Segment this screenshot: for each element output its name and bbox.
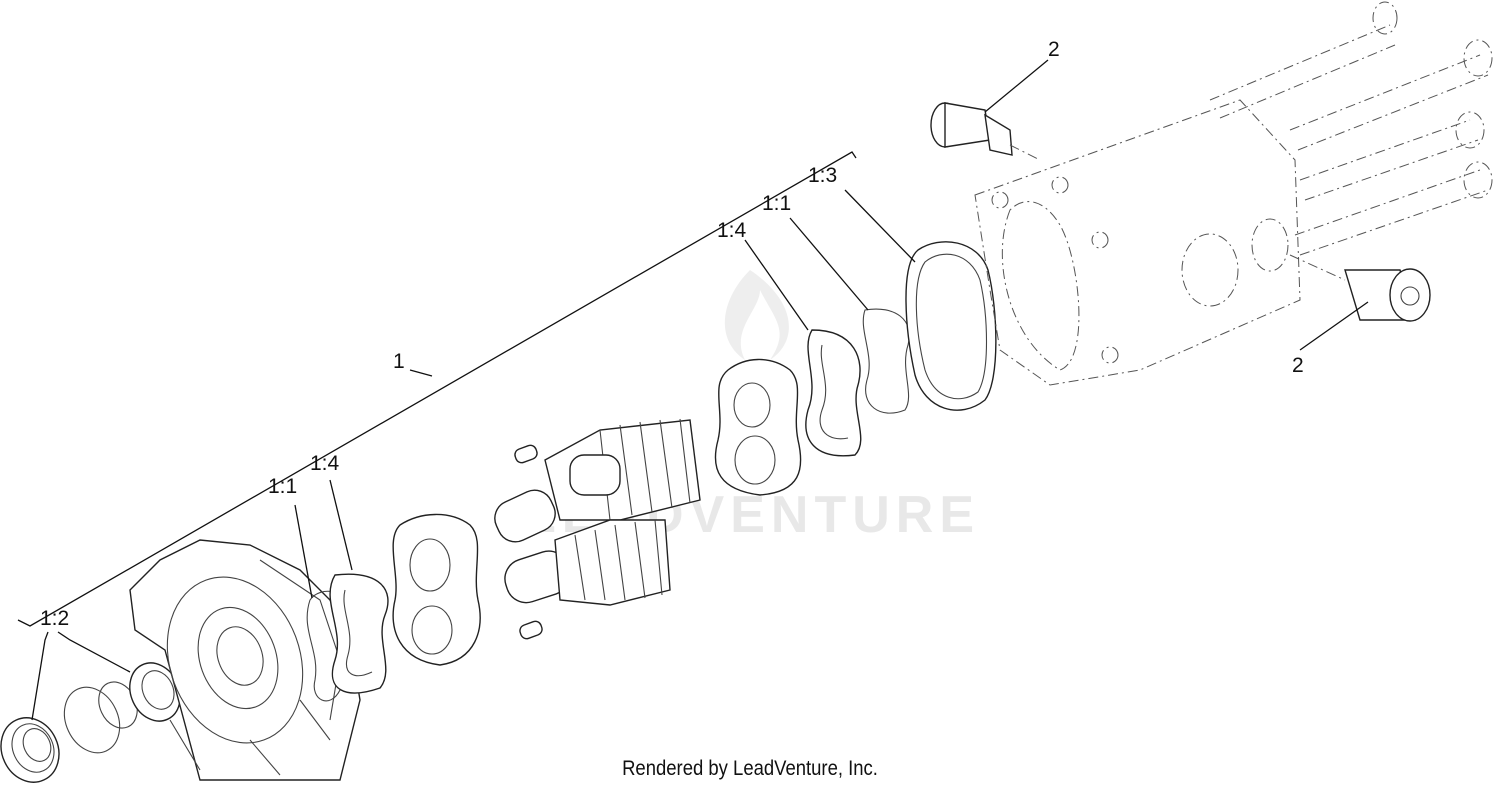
drive-gear-shaft <box>494 418 701 543</box>
wear-plate-right <box>805 329 862 457</box>
relief-valve-right <box>1289 254 1431 322</box>
callout-1-3: 1:3 <box>808 164 837 187</box>
bearing-block-left <box>392 513 481 666</box>
callout-1-1-right: 1:1 <box>762 192 791 215</box>
shaft-seal-outer <box>0 717 60 783</box>
callout-1-4-right: 1:4 <box>717 219 747 242</box>
assembly-bracket <box>17 151 857 627</box>
wear-plate-left <box>329 573 389 694</box>
bearing-block-right <box>714 358 802 496</box>
callout-1-2: 1:2 <box>40 607 69 630</box>
callout-1-1-left: 1:1 <box>268 475 297 498</box>
leader-lines <box>31 59 1369 721</box>
callout-2-top: 2 <box>1048 38 1060 61</box>
callout-2-right: 2 <box>1292 354 1304 377</box>
driven-gear-shaft <box>504 519 671 606</box>
rear-body-housing <box>974 99 1301 386</box>
callout-1: 1 <box>393 350 405 373</box>
relief-valve-top <box>930 102 1041 161</box>
callout-labels: 1 1:1 1:4 1:2 1:4 1:1 1:3 2 2 <box>40 38 1304 630</box>
dowel-pins <box>514 444 543 640</box>
through-bolts <box>1209 1 1493 256</box>
front-cover-housing <box>129 539 361 781</box>
callout-1-4-left: 1:4 <box>310 452 340 475</box>
o-ring-seal <box>905 241 997 411</box>
gasket-right <box>862 308 910 414</box>
render-credit: Rendered by LeadVenture, Inc. <box>622 757 878 780</box>
